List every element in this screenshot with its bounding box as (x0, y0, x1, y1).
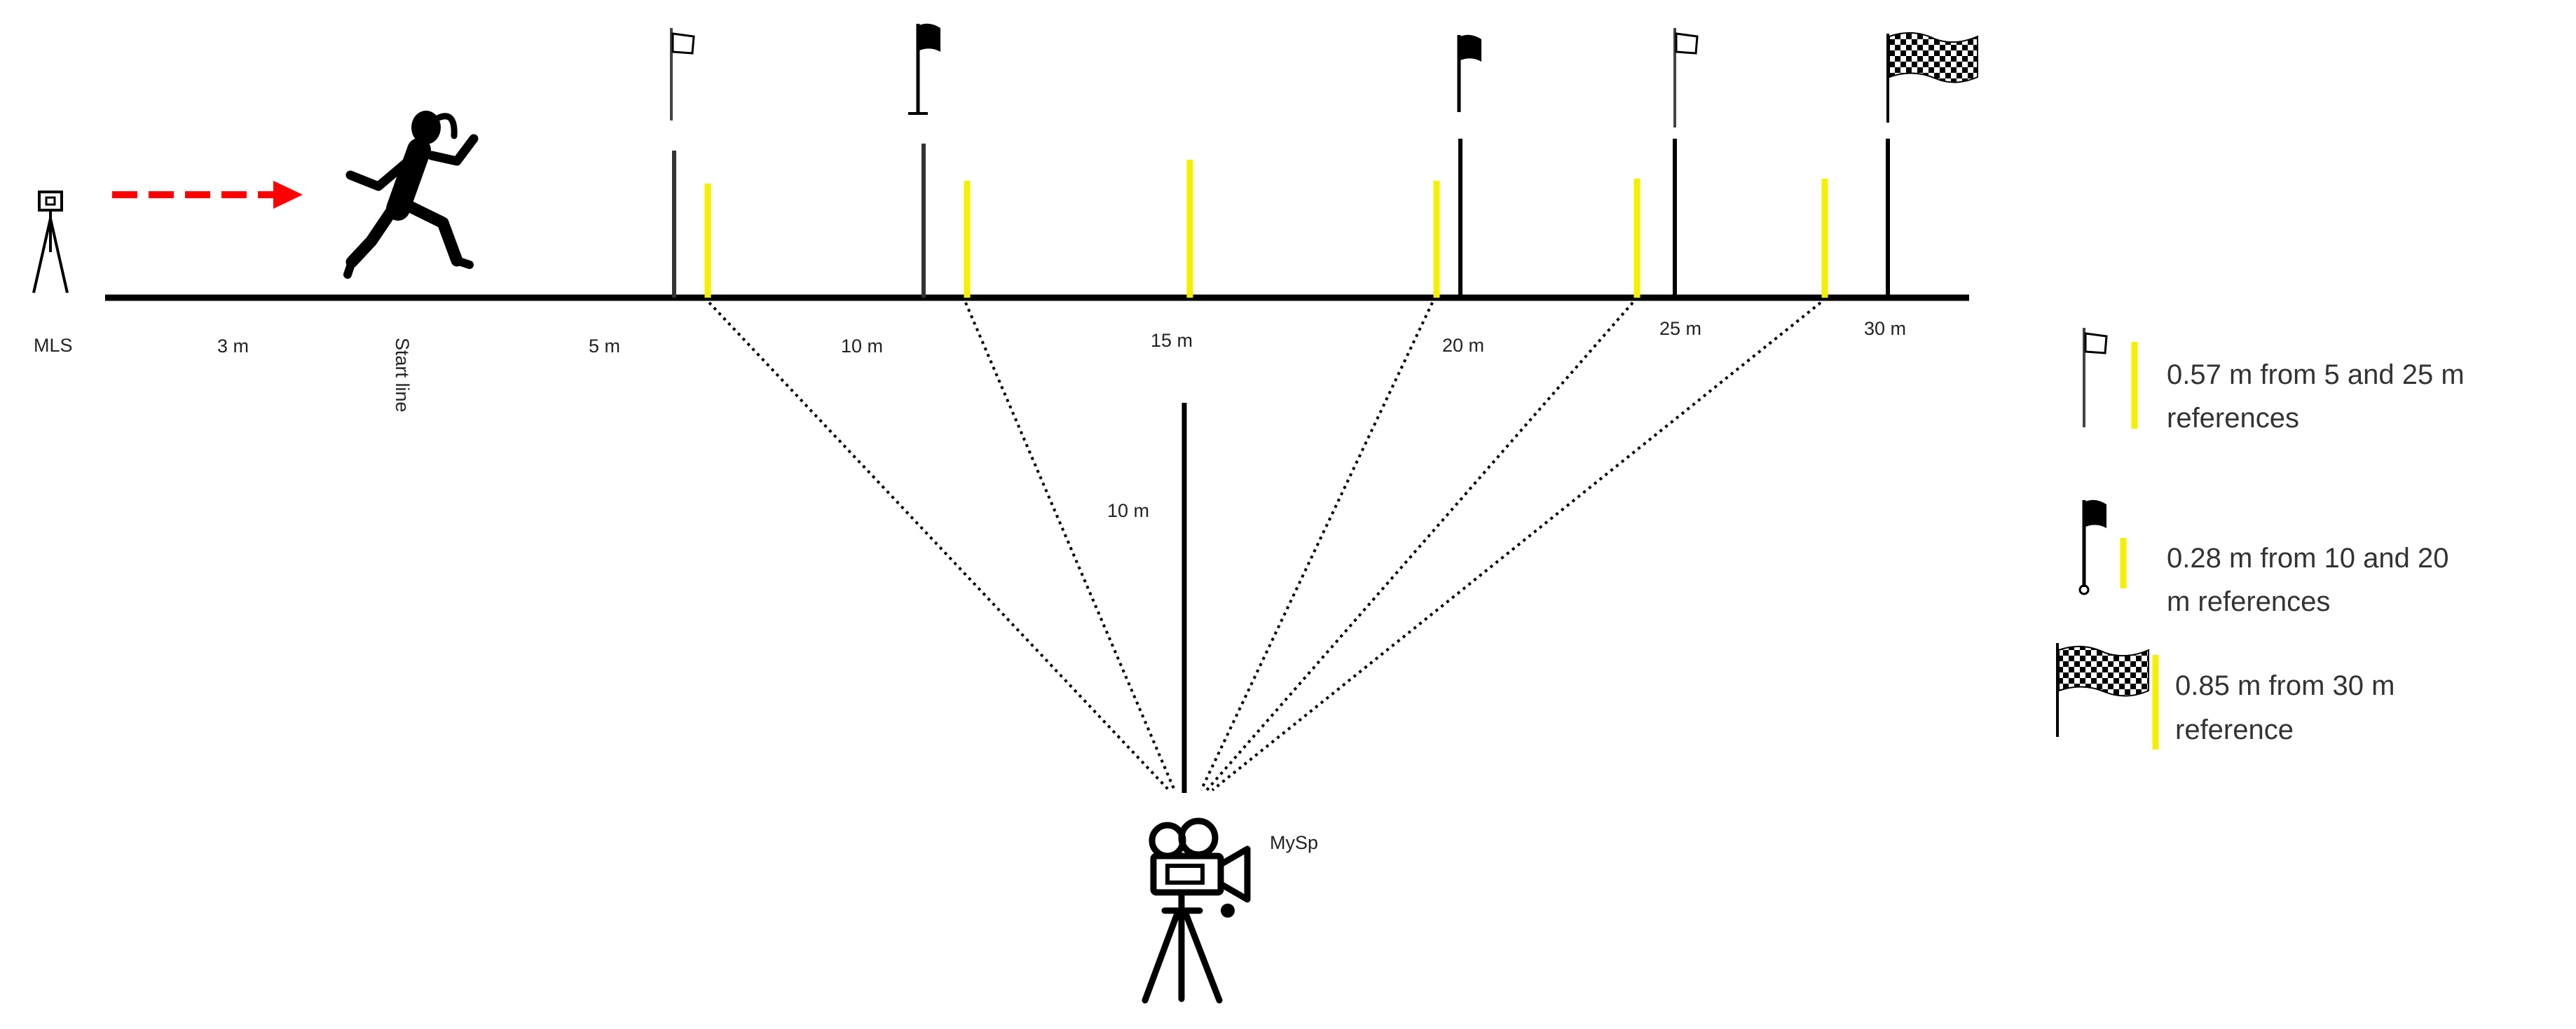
checkered-flag-icon (2056, 643, 2149, 737)
black-flag-icon (1457, 34, 1481, 112)
laser-icon (38, 191, 63, 219)
yellow-markers (704, 160, 1828, 298)
distance-label: 15 m (1151, 330, 1193, 351)
checkered-flag-icon (1886, 32, 1978, 123)
distance-label: 30 m (1864, 318, 1906, 339)
black-flag-icon (2078, 499, 2106, 595)
mls-device (32, 191, 69, 293)
video-camera-icon (1149, 817, 1251, 918)
legend-item-checkered-flag: 0.85 m from 30 m reference (2056, 643, 2395, 750)
tripod-icon (1142, 890, 1223, 1004)
legend-item-white-flag: 0.57 m from 5 and 25 m references (2083, 328, 2465, 434)
distance-label: 3 m (217, 336, 249, 357)
direction-arrow-icon (112, 181, 303, 209)
tripod-icon (32, 218, 69, 293)
legend-text: references (2167, 403, 2299, 434)
distance-label: 20 m (1442, 335, 1484, 356)
white-flag-icon (2083, 328, 2108, 427)
legend-item-black-flag: 0.28 m from 10 and 20 m references (2078, 499, 2448, 617)
legend-text: 0.28 m from 10 and 20 (2167, 543, 2448, 574)
distance-label: 10 m (841, 336, 883, 357)
legend: 0.57 m from 5 and 25 m references 0.28 m… (2056, 328, 2465, 750)
runner-icon (343, 111, 479, 279)
legend-text: m references (2167, 586, 2330, 617)
camera-distance-label: 10 m (1107, 500, 1149, 521)
sight-lines (708, 301, 1822, 792)
white-flag-icon (670, 28, 695, 120)
mysp-label: MySp (1270, 832, 1318, 853)
distance-label: 25 m (1659, 318, 1701, 339)
legend-text: reference (2175, 714, 2294, 745)
start-line-label: Start line (392, 338, 413, 413)
mls-label: MLS (34, 335, 73, 356)
reference-poles (672, 139, 1890, 298)
distance-label: 5 m (589, 336, 620, 357)
legend-text: 0.85 m from 30 m (2175, 670, 2395, 701)
legend-text: 0.57 m from 5 and 25 m (2167, 359, 2465, 390)
white-flag-icon (1673, 28, 1699, 127)
black-flag-icon (908, 23, 940, 115)
